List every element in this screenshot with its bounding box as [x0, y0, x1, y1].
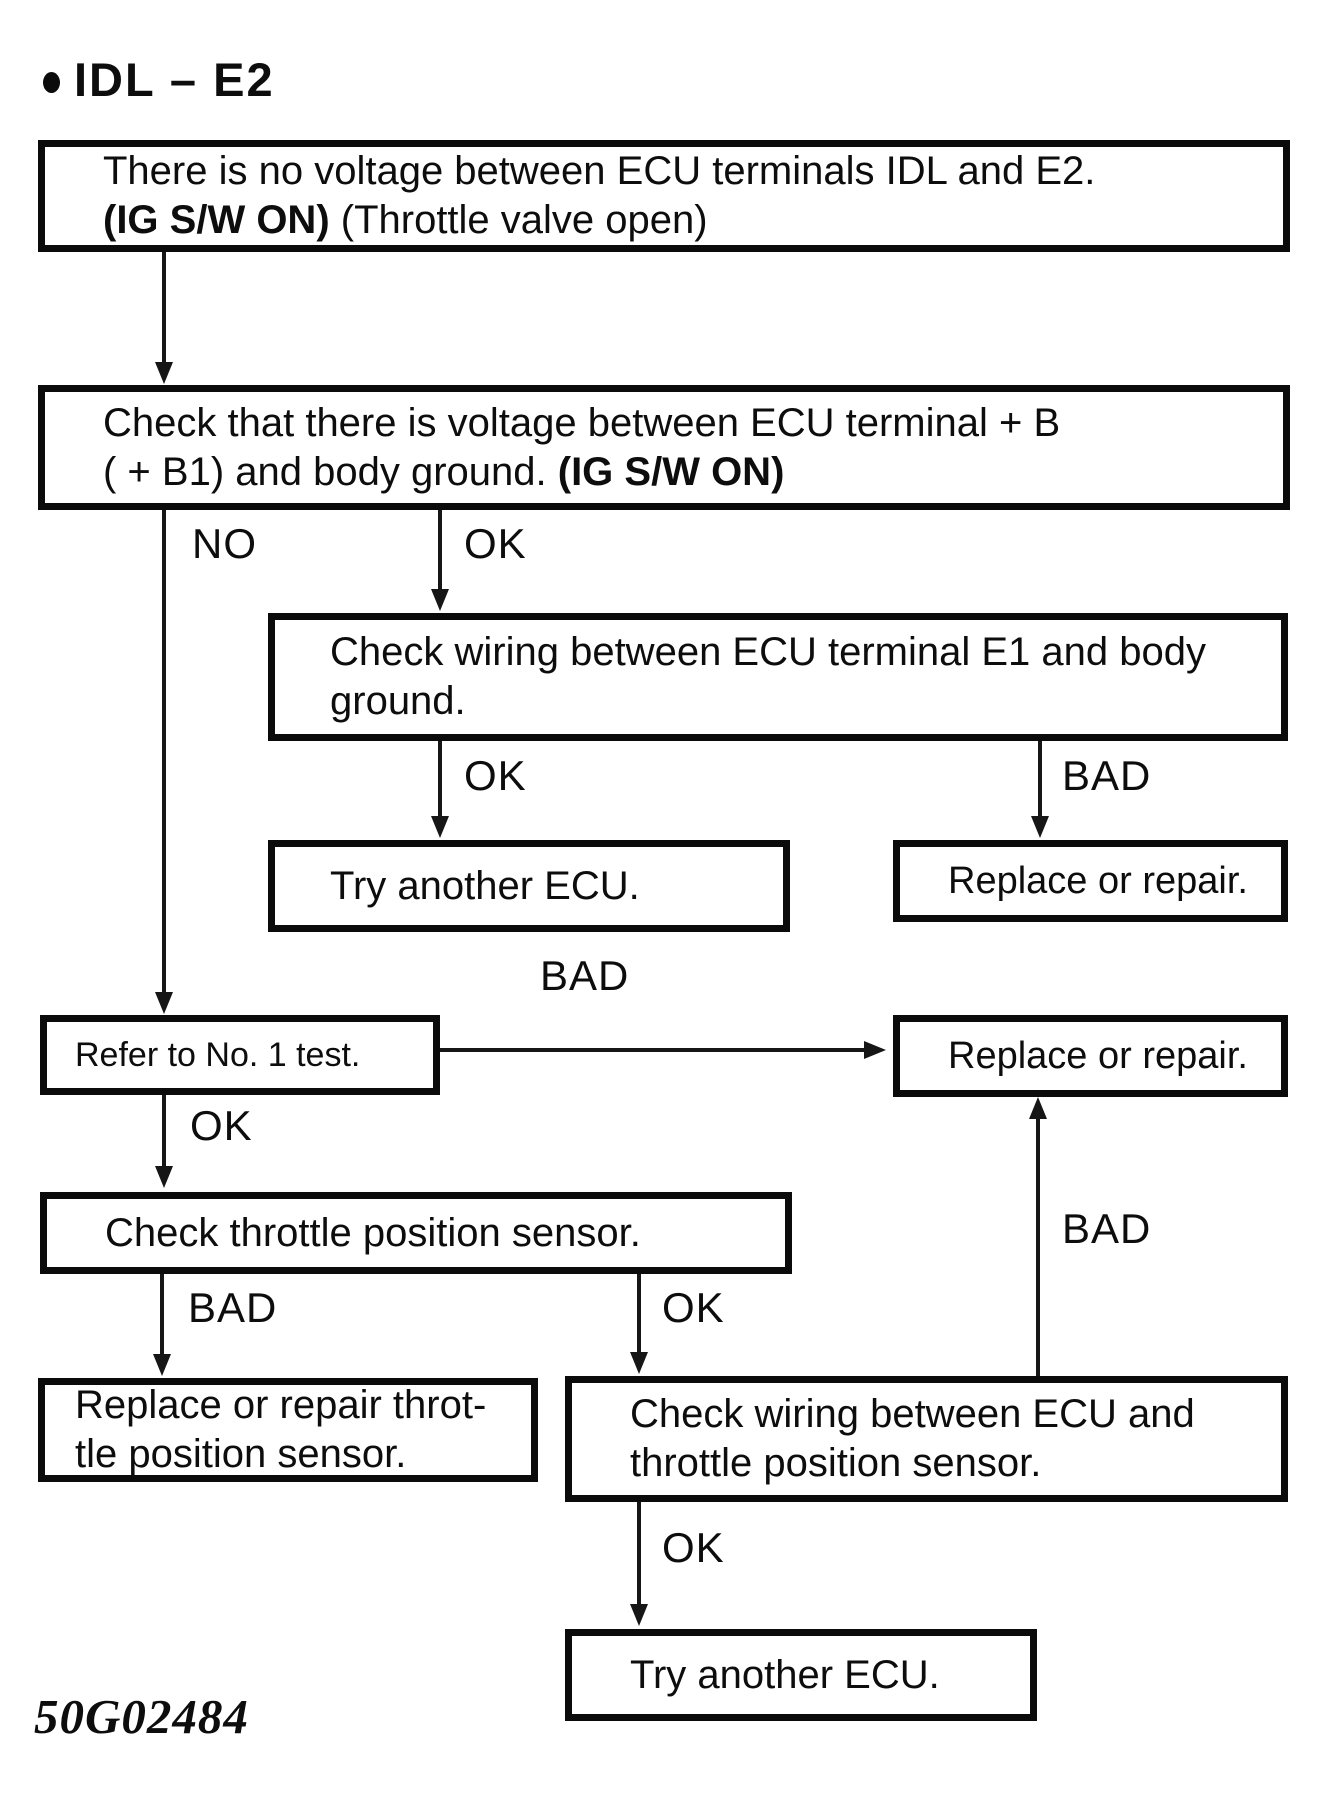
edge-ok-line-2 [438, 741, 442, 818]
start-line2-rest: (Throttle valve open) [329, 198, 708, 242]
flow-node-try-another-ecu-2: Try another ECU. [565, 1629, 1037, 1721]
figure-code: 50G02484 [34, 1689, 249, 1744]
arrowhead-right-icon [864, 1041, 886, 1059]
flow-node-start: There is no voltage between ECU terminal… [38, 140, 1290, 252]
arrowhead-down-icon [153, 1354, 171, 1376]
page-title: IDL – E2 [74, 53, 275, 106]
refer-no1-test-text: Refer to No. 1 test. [75, 1036, 361, 1074]
arrowhead-down-icon [431, 589, 449, 611]
edge-ok-line-1 [438, 510, 442, 592]
check-voltage-line1: Check that there is voltage between ECU … [103, 400, 1061, 445]
flow-node-check-wiring-e1: Check wiring between ECU terminal E1 and… [268, 613, 1288, 741]
flow-node-replace-or-repair-1: Replace or repair. [893, 840, 1288, 922]
edge-bad-line-2 [440, 1048, 864, 1052]
edge-bad-line-4 [1036, 1119, 1040, 1376]
check-wiring-tps-line2: throttle position sensor. [630, 1441, 1042, 1485]
flow-node-replace-tps: Replace or repair throt- tle position se… [38, 1378, 538, 1482]
check-wiring-e1-line2: ground. [330, 679, 466, 723]
edge-label-bad-2: BAD [540, 952, 630, 999]
try-another-ecu-1-text: Try another ECU. [330, 863, 640, 908]
replace-or-repair-2-text: Replace or repair. [948, 1035, 1248, 1077]
edge-label-ok-4: OK [662, 1284, 725, 1331]
check-voltage-ig-sw-bold: (IG S/W ON) [557, 449, 785, 494]
check-wiring-e1-line1: Check wiring between ECU terminal E1 and… [330, 630, 1206, 674]
arrowhead-down-icon [1031, 816, 1049, 838]
flow-node-check-wiring-tps: Check wiring between ECU and throttle po… [565, 1376, 1288, 1502]
start-line2: (IG S/W ON) (Throttle valve open) [103, 196, 1283, 245]
replace-tps-line1: Replace or repair throt- [75, 1383, 487, 1427]
start-ig-sw-bold: (IG S/W ON) [103, 198, 330, 242]
edge-label-ok-3: OK [190, 1102, 253, 1149]
check-wiring-tps-line1: Check wiring between ECU and [630, 1392, 1195, 1436]
title-bullet-icon [43, 72, 60, 93]
edge-no-line [162, 510, 166, 994]
edge-label-ok-1: OK [464, 520, 527, 567]
check-voltage-line2-pre: ( + B1) and body ground. [103, 449, 558, 494]
flow-node-check-tps: Check throttle position sensor. [40, 1192, 792, 1274]
start-line1: There is no voltage between ECU terminal… [103, 149, 1096, 193]
edge-bad-line-3 [160, 1274, 164, 1354]
arrowhead-up-icon [1029, 1097, 1047, 1119]
replace-or-repair-1-text: Replace or repair. [948, 860, 1248, 902]
arrowhead-down-icon [155, 1166, 173, 1188]
edge-label-bad-1: BAD [1062, 752, 1152, 799]
edge-label-ok-5: OK [662, 1524, 725, 1571]
check-tps-text: Check throttle position sensor. [105, 1210, 641, 1255]
flow-node-try-another-ecu-1: Try another ECU. [268, 840, 790, 932]
connector-start-to-check-voltage [162, 252, 166, 364]
arrowhead-down-icon [630, 1604, 648, 1626]
arrowhead-down-icon [431, 816, 449, 838]
edge-label-bad-3: BAD [188, 1284, 278, 1331]
flow-node-refer-no1-test: Refer to No. 1 test. [40, 1015, 440, 1095]
arrowhead-down-icon [155, 362, 173, 384]
edge-label-no: NO [192, 520, 257, 567]
arrowhead-down-icon [630, 1352, 648, 1374]
edge-ok-line-4 [637, 1274, 641, 1354]
edge-ok-line-3 [162, 1095, 166, 1168]
edge-label-ok-2: OK [464, 752, 527, 799]
replace-tps-line2: tle position sensor. [75, 1432, 407, 1476]
try-another-ecu-2-text: Try another ECU. [630, 1652, 940, 1697]
arrowhead-down-icon [155, 992, 173, 1014]
check-voltage-line2: ( + B1) and body ground. (IG S/W ON) [103, 448, 1283, 497]
edge-bad-line-1 [1038, 741, 1042, 818]
edge-label-bad-4: BAD [1062, 1205, 1152, 1252]
edge-ok-line-5 [637, 1502, 641, 1604]
flow-node-replace-or-repair-2: Replace or repair. [893, 1015, 1288, 1097]
flow-node-check-voltage: Check that there is voltage between ECU … [38, 385, 1290, 510]
